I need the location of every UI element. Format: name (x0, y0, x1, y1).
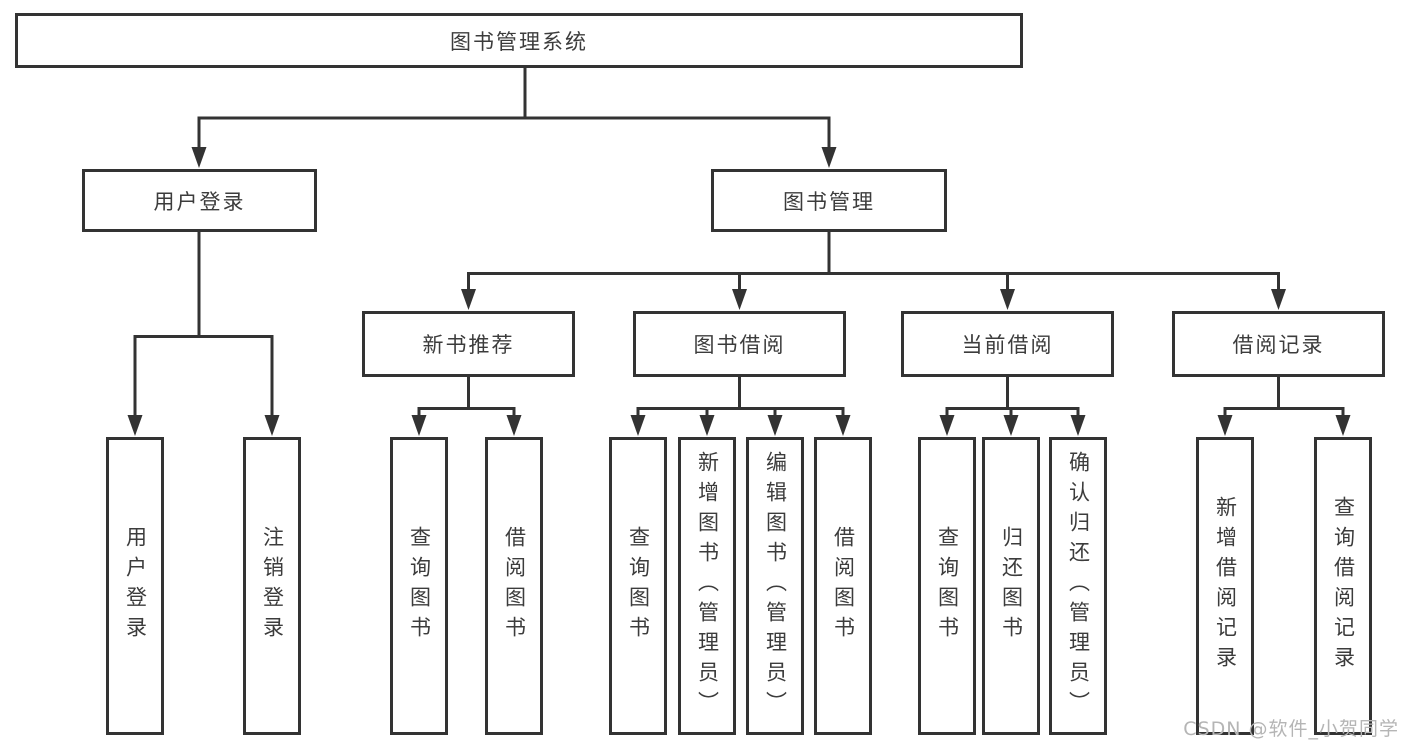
arrow-icon (1217, 415, 1233, 436)
connector-user-login-group (133, 232, 274, 421)
arrow-icon (767, 415, 783, 436)
arrow-icon (1335, 415, 1351, 436)
leaf-query-books-borrow: 查询图书 (609, 437, 667, 735)
leaf-query-books-current: 查询图书 (918, 437, 976, 735)
node-new-book-recommend: 新书推荐 (362, 311, 575, 377)
arrow-icon (939, 415, 955, 436)
arrow-icon (411, 415, 427, 436)
arrowheads (127, 147, 1351, 436)
connector-rail-level1 (197, 116, 831, 153)
arrow-icon (835, 415, 851, 436)
arrow-icon (1000, 289, 1015, 310)
arrow-icon (732, 289, 747, 310)
leaf-add-book-admin: 新增图书（管理员） (678, 437, 736, 735)
arrow-icon (264, 415, 280, 436)
leaf-logout: 注销登录 (243, 437, 301, 735)
node-book-management: 图书管理 (711, 169, 947, 232)
node-borrowing-records: 借阅记录 (1172, 311, 1385, 377)
arrow-icon (821, 147, 837, 168)
connector-subrail-book-borrow (636, 407, 845, 421)
arrow-icon (506, 415, 522, 436)
arrow-icon (1003, 415, 1019, 436)
arrow-icon (127, 415, 143, 436)
arrow-icon (191, 147, 207, 168)
connector-subrail-new-book (417, 407, 516, 421)
node-current-borrowing: 当前借阅 (901, 311, 1114, 377)
node-book-borrowing: 图书借阅 (633, 311, 846, 377)
arrow-icon (1271, 289, 1286, 310)
leaf-query-books-recommend: 查询图书 (390, 437, 448, 735)
leaf-borrow-books-recommend: 借阅图书 (485, 437, 543, 735)
leaf-query-borrow-record: 查询借阅记录 (1314, 437, 1372, 735)
arrow-icon (1070, 415, 1086, 436)
arrow-icon (630, 415, 646, 436)
connector-rail-level2 (467, 232, 1280, 296)
leaf-edit-book-admin: 编辑图书（管理员） (746, 437, 804, 735)
node-user-login: 用户登录 (82, 169, 317, 232)
leaf-return-book: 归还图书 (982, 437, 1040, 735)
connector-section-stubs (467, 377, 1280, 410)
leaf-add-borrow-record: 新增借阅记录 (1196, 437, 1254, 735)
leaf-confirm-return-admin: 确认归还（管理员） (1049, 437, 1107, 735)
csdn-watermark: CSDN @软件_小贺同学 (1183, 718, 1399, 740)
leaf-user-login: 用户登录 (106, 437, 164, 735)
node-root-library-system: 图书管理系统 (15, 13, 1023, 68)
arrow-icon (699, 415, 715, 436)
connector-subrail-borrow-record (1223, 407, 1345, 421)
arrow-icon (461, 289, 476, 310)
leaf-borrow-books: 借阅图书 (814, 437, 872, 735)
